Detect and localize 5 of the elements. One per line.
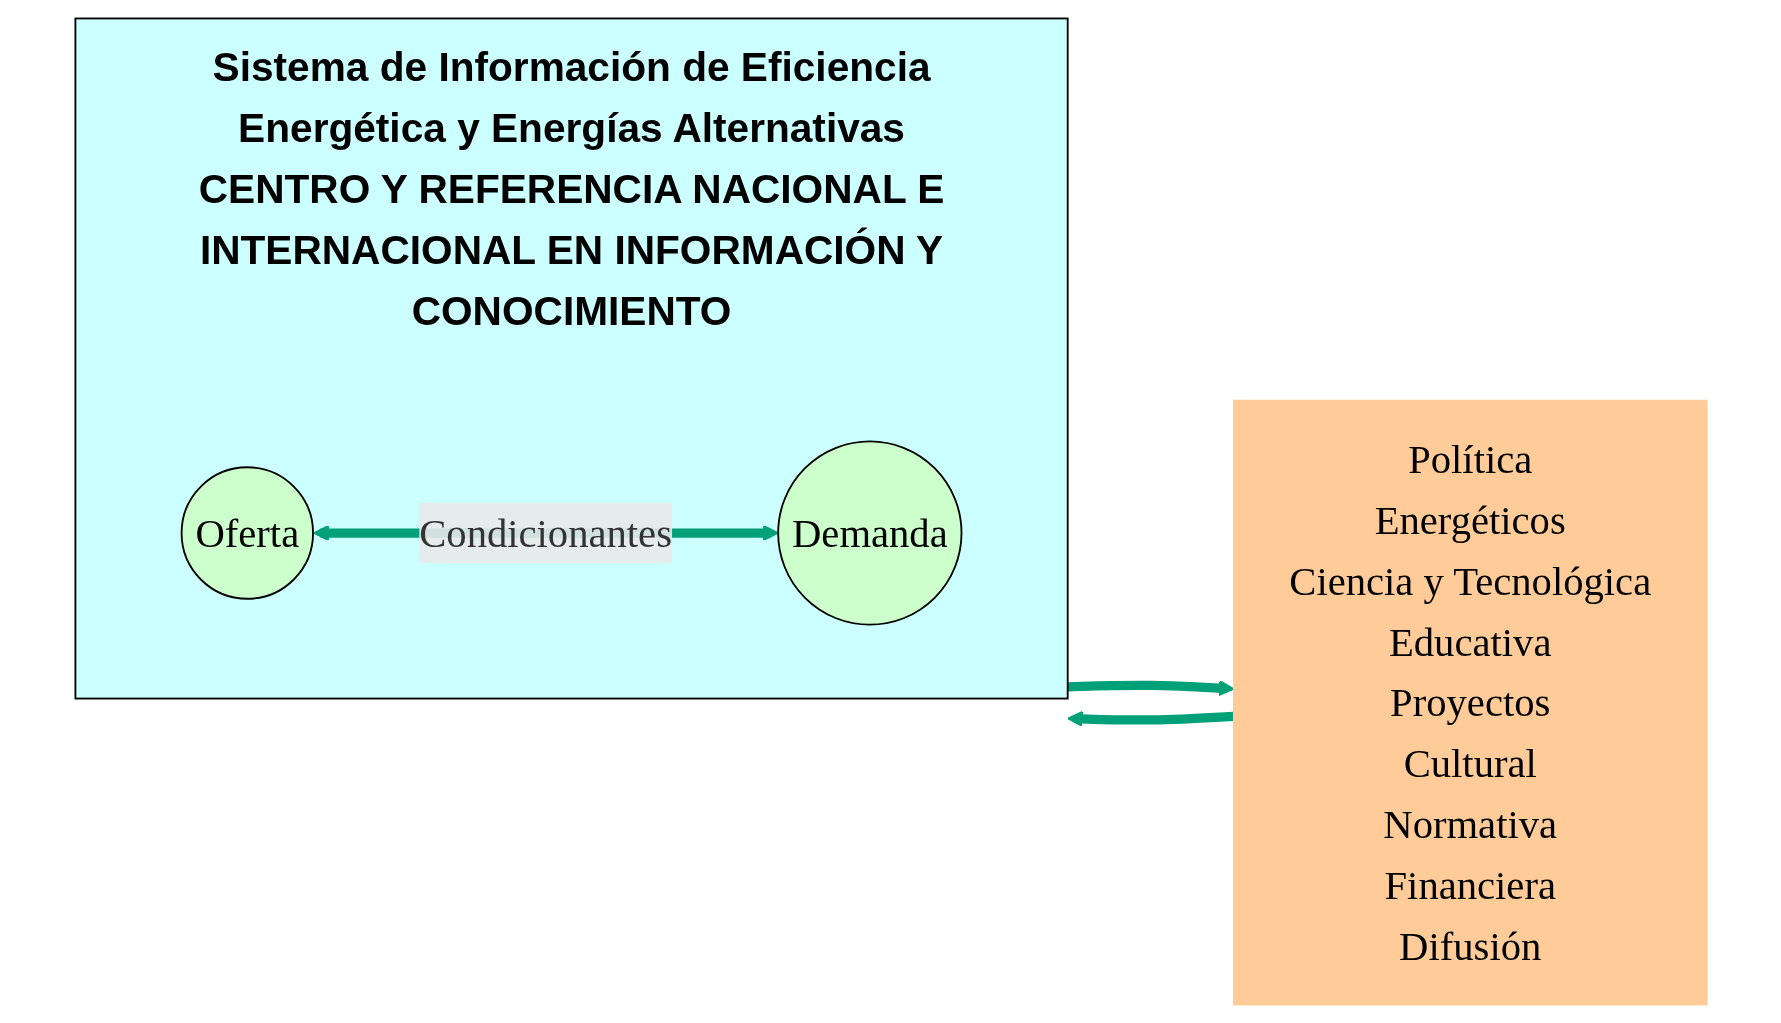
edge-label: Condicionantes	[418, 509, 672, 557]
node-circle: Demanda	[776, 440, 962, 626]
arrow	[1066, 710, 1234, 728]
node-box: Política Energéticos Ciencia y Tecnológica Educativa Proyectos Cultural Normativa Financiera Difusión	[1232, 399, 1707, 1006]
node-circle: Oferta	[180, 466, 314, 600]
